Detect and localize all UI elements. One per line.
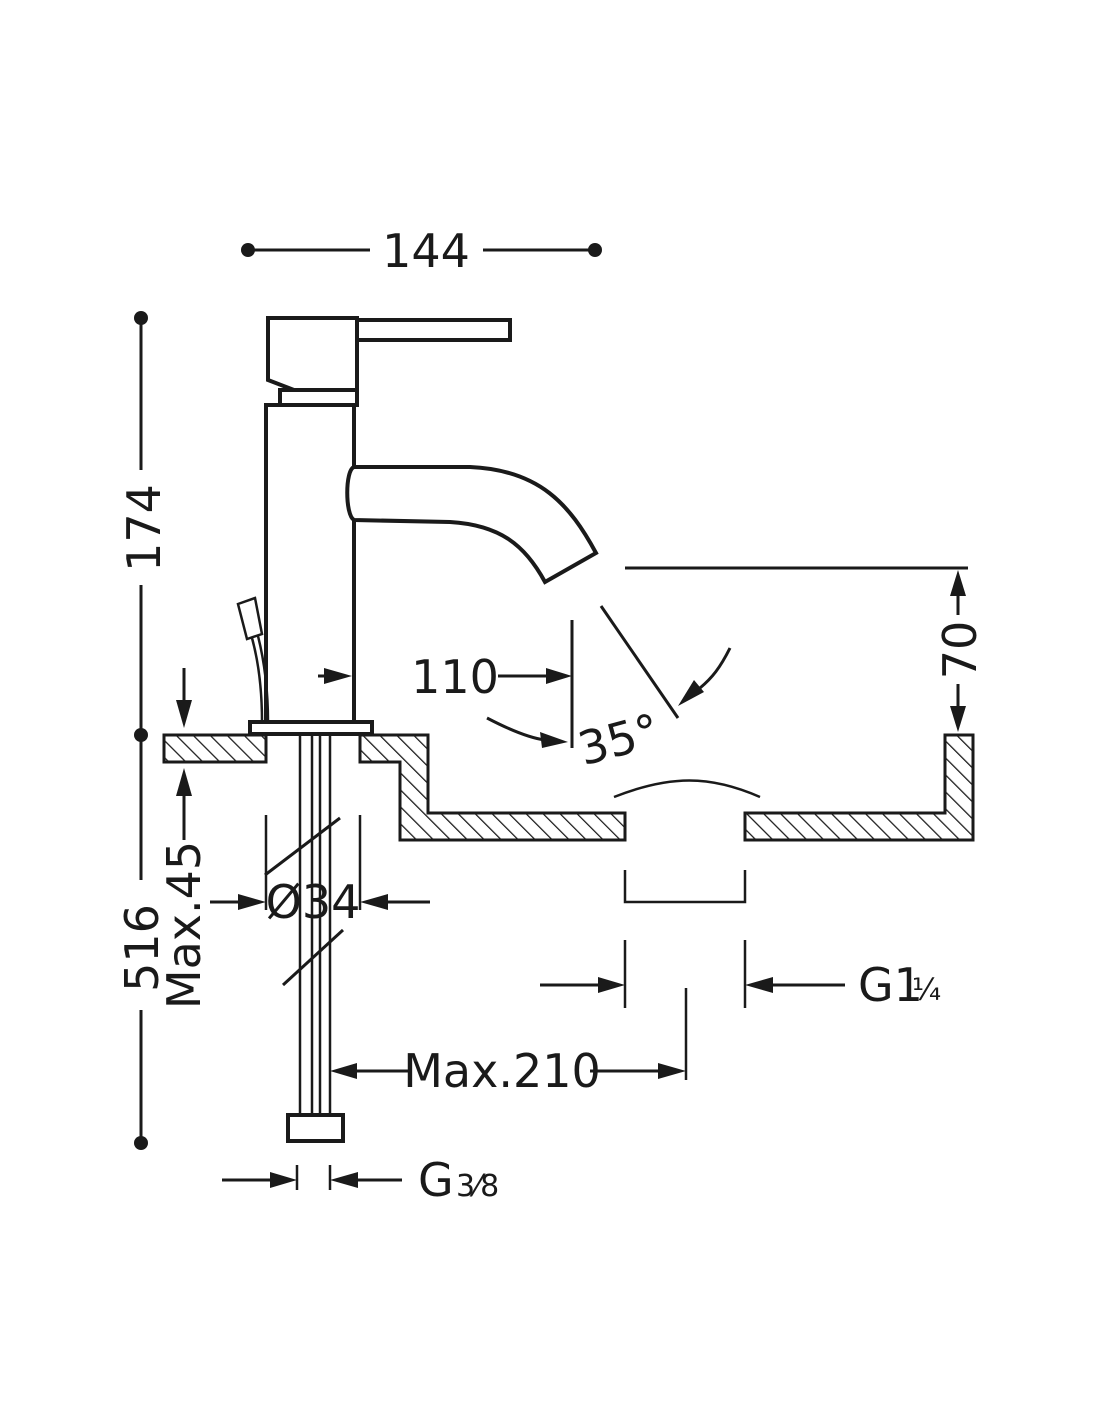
dimension-body-diameter: Ø34 bbox=[210, 815, 430, 929]
spout-clearance-label: 70 bbox=[933, 621, 987, 680]
faucet-handle bbox=[266, 316, 512, 407]
dimension-max-deck-thickness: Max.45 bbox=[157, 668, 211, 1009]
dimension-total-length: 516 bbox=[115, 735, 169, 1150]
max-deck-thickness-label: Max.45 bbox=[157, 841, 211, 1009]
basin-section bbox=[162, 733, 975, 842]
dimension-overall-width: 144 bbox=[241, 224, 602, 278]
hose-thread-fraction: 3⁄8 bbox=[456, 1169, 499, 1204]
max-distance-label: Max.210 bbox=[403, 1044, 601, 1098]
dimension-overall-height: 174 bbox=[117, 311, 171, 742]
hose-connection-thread: G 3⁄8 bbox=[222, 1153, 499, 1207]
overall-height-label: 174 bbox=[117, 484, 171, 572]
dimension-spout-reach: 110 bbox=[318, 620, 574, 748]
faucet-spout bbox=[345, 465, 599, 585]
overall-width-label: 144 bbox=[382, 224, 470, 278]
waste-outlet: G1 ¼ bbox=[540, 870, 941, 1012]
dimension-max-distance: Max.210 bbox=[330, 988, 688, 1098]
total-length-label: 516 bbox=[115, 904, 169, 992]
pop-up-rod bbox=[236, 596, 270, 723]
dimension-spout-angle: 35° bbox=[486, 605, 732, 776]
faucet-body bbox=[248, 403, 374, 736]
supply-hoses bbox=[264, 735, 345, 1143]
spout-angle-label: 35° bbox=[572, 703, 665, 776]
waste-thread-label: G1 bbox=[858, 958, 923, 1012]
waste-thread-fraction: ¼ bbox=[912, 973, 941, 1008]
spout-reach-label: 110 bbox=[411, 650, 499, 704]
hose-thread-label: G bbox=[418, 1153, 454, 1207]
body-diameter-label: Ø34 bbox=[266, 875, 361, 929]
dimension-spout-clearance: 70 bbox=[625, 566, 987, 732]
